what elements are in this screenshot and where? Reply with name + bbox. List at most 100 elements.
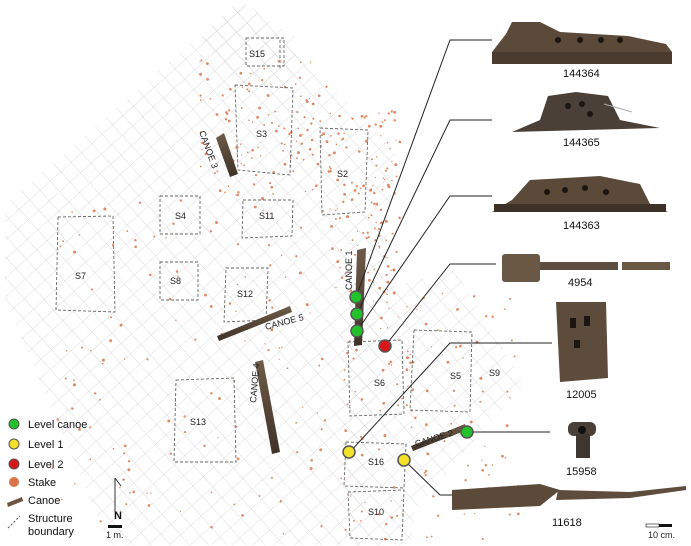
stake-point — [382, 401, 386, 405]
boundary-s10 — [347, 489, 405, 541]
stake-point — [99, 520, 102, 523]
stake-point — [271, 306, 274, 309]
stake-point — [380, 316, 383, 320]
stake-point — [316, 162, 320, 166]
stake-point — [184, 431, 187, 434]
boundary-s12 — [223, 267, 269, 323]
stake-point — [354, 390, 356, 393]
stake-points — [49, 59, 520, 541]
stake-point — [375, 221, 378, 224]
stake-point — [407, 385, 409, 387]
stake-point — [398, 216, 401, 220]
stake-point — [345, 146, 348, 149]
stake-point — [359, 519, 362, 522]
stake-point — [177, 275, 179, 278]
legend-level-canoe-swatch — [8, 418, 20, 430]
boundary-s11 — [241, 199, 294, 239]
stake-point — [98, 398, 101, 401]
label-s4: S4 — [175, 211, 186, 221]
stake-point — [56, 418, 59, 421]
stake-point — [90, 349, 92, 352]
stake-point — [424, 322, 428, 326]
stake-point — [317, 94, 321, 97]
stake-point — [390, 364, 393, 366]
stake-point — [251, 149, 254, 152]
stake-point — [292, 170, 295, 173]
stake-point — [179, 510, 182, 513]
stake-point — [278, 358, 280, 360]
legend-structure-swatch — [7, 515, 21, 529]
stake-point — [235, 425, 238, 428]
stake-point — [248, 119, 250, 122]
stake-point — [337, 132, 340, 135]
stake-point — [71, 407, 74, 410]
stake-point — [479, 376, 483, 380]
stake-point — [235, 310, 237, 312]
stake-point — [241, 514, 244, 517]
stake-point — [416, 308, 418, 310]
label-s7: S7 — [75, 271, 86, 281]
stake-point — [308, 97, 311, 100]
stake-point — [446, 360, 450, 364]
stake-point — [360, 453, 364, 457]
stake-point — [401, 397, 404, 400]
stake-point — [409, 361, 412, 364]
stake-point — [205, 143, 208, 146]
stake-point — [258, 106, 262, 110]
stake-point — [262, 209, 264, 212]
stake-point — [388, 441, 390, 444]
label-s3: S3 — [256, 129, 267, 139]
stake-point — [241, 86, 244, 89]
stake-point — [378, 246, 381, 249]
stake-point — [363, 116, 366, 119]
stake-point — [49, 465, 52, 467]
stake-point — [270, 328, 274, 332]
stake-point — [132, 490, 135, 494]
stake-point — [294, 83, 297, 85]
stake-point — [235, 146, 239, 150]
stake-point — [302, 158, 305, 161]
stake-point — [362, 184, 366, 188]
artifact-11618-image — [452, 484, 686, 510]
stake-point — [311, 188, 314, 191]
stake-point — [450, 422, 453, 425]
stake-point — [267, 348, 270, 352]
stake-point — [308, 147, 312, 151]
stake-point — [393, 110, 397, 114]
stake-point — [322, 132, 326, 136]
marker-level-2 — [378, 339, 392, 353]
stake-point — [103, 207, 107, 211]
stake-point — [310, 459, 314, 462]
stake-point — [227, 109, 231, 112]
artifact-11618-label: 11618 — [552, 517, 582, 529]
legend-stake: Stake — [28, 477, 56, 489]
stake-point — [283, 162, 287, 166]
stake-point — [267, 244, 271, 247]
stake-point — [270, 83, 272, 85]
stake-point — [299, 226, 303, 229]
stake-point — [373, 268, 376, 271]
stake-point — [283, 127, 286, 130]
stake-point — [206, 78, 209, 81]
stake-point — [334, 209, 337, 211]
stake-point — [282, 149, 285, 152]
stake-point — [504, 308, 506, 311]
stake-point — [319, 120, 322, 123]
stake-point — [302, 134, 304, 136]
stake-point — [388, 307, 390, 309]
stake-point — [199, 94, 202, 97]
stake-point — [78, 234, 81, 236]
marker-level-canoe — [350, 307, 364, 321]
stake-point — [297, 151, 300, 155]
stake-point — [296, 157, 298, 159]
stake-point — [204, 293, 207, 297]
stake-point — [387, 362, 391, 365]
stake-point — [251, 157, 253, 159]
stake-point — [374, 176, 377, 179]
stake-point — [284, 276, 287, 278]
stake-point — [236, 193, 240, 197]
stake-point — [56, 498, 58, 500]
label-s16: S16 — [368, 457, 384, 467]
stake-point — [251, 121, 254, 123]
